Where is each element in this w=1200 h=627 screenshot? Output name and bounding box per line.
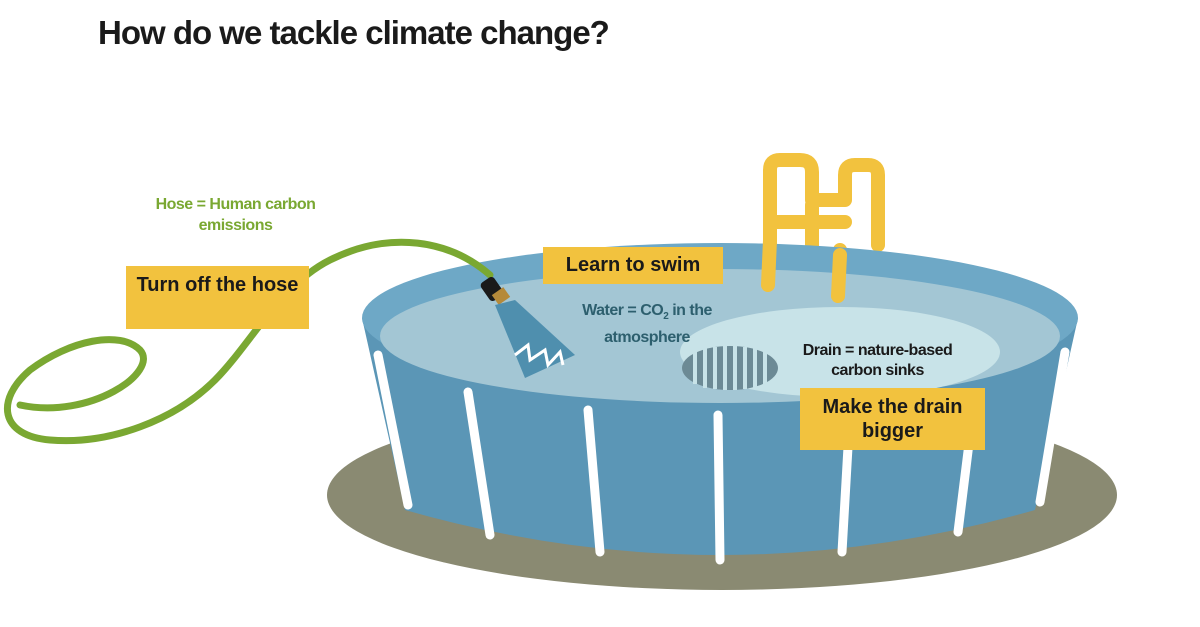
water-label: Water = CO2 in the atmosphere	[582, 302, 712, 347]
nozzle-icon	[480, 276, 575, 378]
hose-icon	[3, 238, 494, 445]
diagram-title: How do we tackle climate change?	[98, 14, 610, 51]
drain-label: Drain = nature-based carbon sinks	[802, 342, 953, 379]
action-make-drain-bigger: Make the drain bigger	[800, 388, 985, 450]
action-learn-to-swim: Learn to swim	[543, 247, 723, 284]
action-turn-off-hose: Turn off the hose	[126, 266, 309, 329]
ladder-legs	[761, 233, 847, 303]
hose-label: Hose = Human carbon emissions	[155, 196, 316, 234]
drain-icon	[682, 346, 778, 390]
